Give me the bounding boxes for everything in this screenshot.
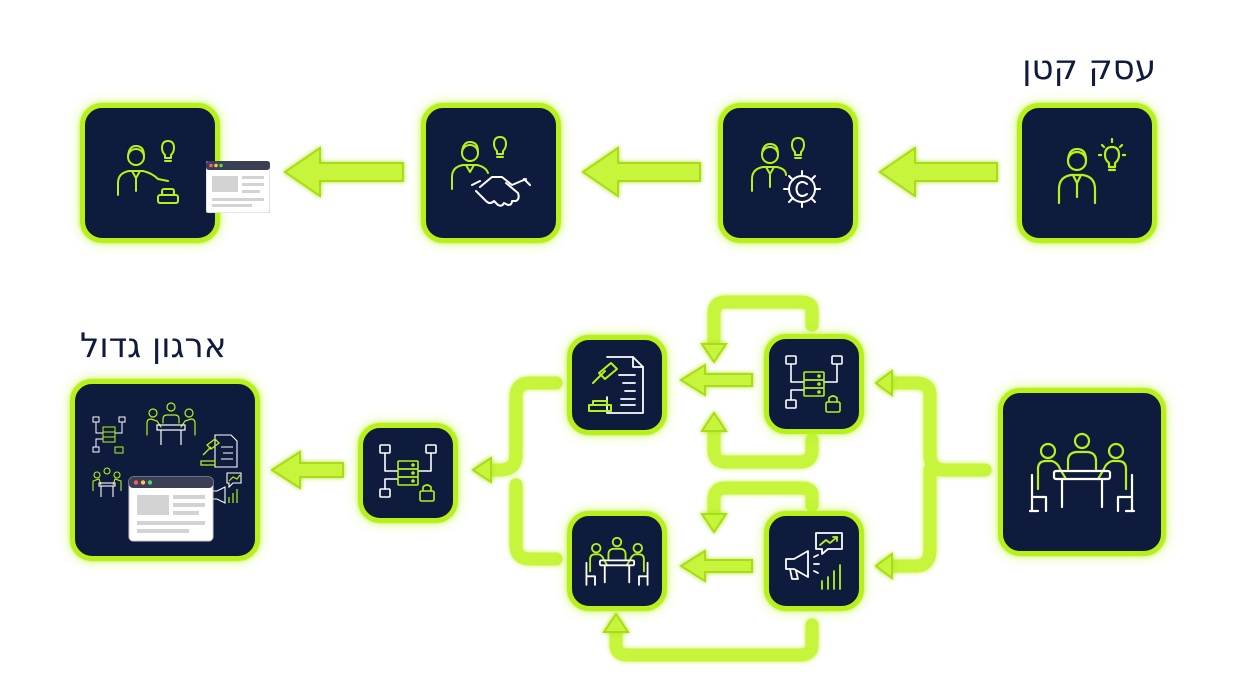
marketing-growth-icon (785, 532, 843, 590)
large-organization-title: ארגון גדול (80, 326, 227, 366)
small-business-title: עסק קטן (1022, 48, 1156, 88)
team-meeting-small-icon (585, 536, 649, 586)
step-handshake (421, 103, 561, 243)
team-meeting-icon (1028, 432, 1136, 513)
step-legal (567, 335, 667, 435)
step-marketing (764, 511, 864, 611)
step-large-organization (70, 379, 260, 561)
loop-mid-bottom (707, 481, 819, 525)
step-team-meeting (998, 388, 1166, 556)
person-idea-icon (1057, 137, 1127, 205)
step-launch-website (80, 103, 270, 243)
merge-connector-left (478, 376, 563, 477)
step-person-copyright (718, 103, 858, 243)
handshake-idea-icon (451, 136, 531, 207)
loop-bottom (609, 618, 819, 662)
loop-mid-top (707, 418, 819, 469)
step-server-top (764, 334, 864, 434)
arrow-left-2 (581, 146, 701, 198)
arrow-left-6 (679, 549, 753, 583)
arrow-left-3 (878, 146, 998, 198)
combined-organization-icon (92, 402, 242, 542)
website-window-icon (206, 161, 270, 213)
loop-top (707, 295, 819, 352)
step-person-idea (1017, 103, 1157, 243)
step-server-merge (358, 423, 458, 523)
arrow-left-1 (283, 146, 404, 198)
legal-document-gavel-icon (588, 356, 644, 414)
step-meeting-small (567, 511, 667, 611)
server-network-lock-icon (785, 355, 843, 413)
person-copyright-gear-icon (751, 137, 821, 208)
arrow-left-5 (679, 363, 753, 397)
fork-connector-right (878, 376, 992, 477)
arrow-left-4 (270, 450, 344, 490)
server-network-lock-icon (379, 444, 437, 502)
person-launch-website-icon (117, 140, 179, 204)
